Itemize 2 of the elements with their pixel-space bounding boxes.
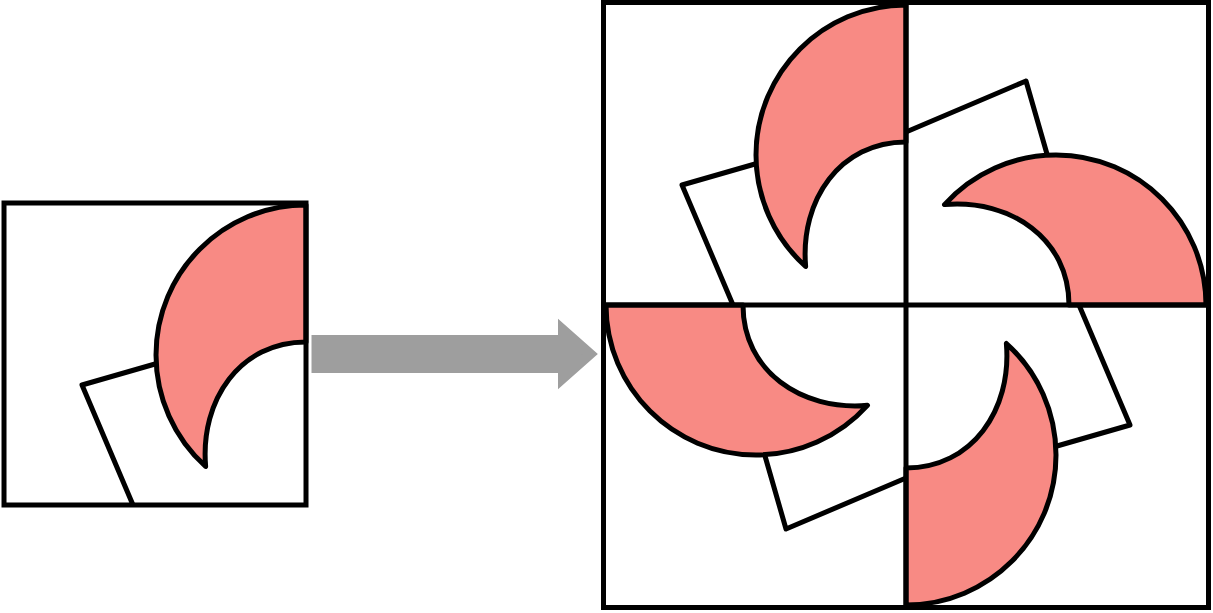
pattern-drawing [601, 0, 1211, 610]
tile-drawing [1, 200, 309, 508]
